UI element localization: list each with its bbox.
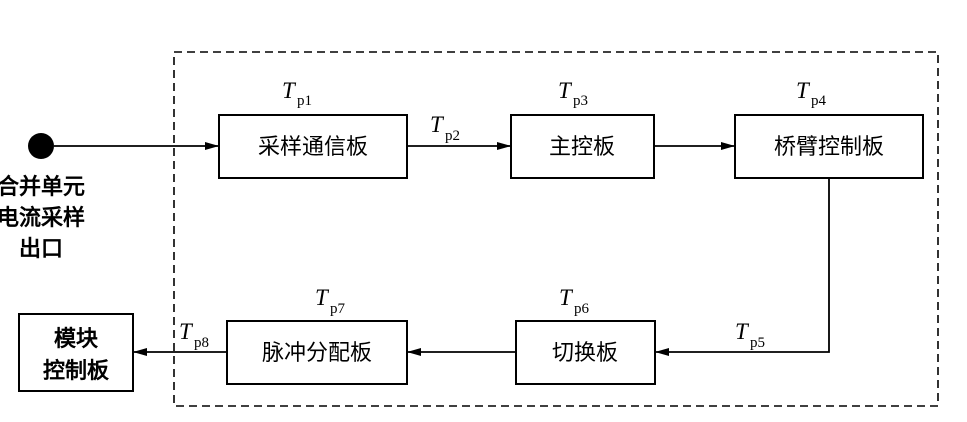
label-tp1: T p1	[282, 78, 312, 109]
module-control-label-line-1: 模块	[54, 327, 99, 352]
svg-text:p6: p6	[574, 301, 590, 317]
label-tp8: T p8	[179, 319, 209, 351]
label-tp6: T p6	[559, 285, 590, 317]
switch-board-label: 切换板	[552, 341, 618, 366]
source-label-line-2: 电流采样	[0, 205, 85, 231]
bridge-arm-board-box	[734, 114, 924, 179]
svg-text:T: T	[796, 78, 811, 103]
svg-text:T: T	[430, 112, 445, 137]
svg-text:T: T	[315, 285, 330, 310]
module-control-label-line-2: 控制板	[43, 358, 110, 384]
svg-text:p4: p4	[811, 93, 827, 109]
svg-text:p7: p7	[330, 301, 346, 317]
arrow-bridge-to-switch	[655, 178, 830, 356]
svg-text:T: T	[282, 78, 297, 103]
svg-text:T: T	[179, 319, 194, 344]
bridge-arm-board-label: 桥臂控制板	[774, 135, 884, 160]
svg-text:T: T	[559, 285, 574, 310]
main-control-board-label: 主控板	[549, 135, 615, 160]
label-tp2: T p2	[430, 112, 460, 144]
pulse-board-label: 脉冲分配板	[262, 341, 372, 366]
source-point	[28, 133, 54, 159]
source-label-line-3: 出口	[19, 237, 63, 262]
pulse-board-box	[226, 320, 408, 385]
source-label-line-1: 合并单元	[0, 174, 85, 200]
label-tp7: T p7	[315, 285, 346, 317]
svg-text:p1: p1	[297, 93, 312, 109]
sampling-board-label: 采样通信板	[258, 135, 368, 160]
svg-text:T: T	[558, 78, 573, 103]
dashed-enclosure	[173, 51, 939, 407]
sampling-board-box	[218, 114, 408, 179]
svg-text:p2: p2	[445, 128, 460, 144]
label-tp5: T p5	[735, 319, 765, 351]
svg-text:p5: p5	[750, 335, 765, 351]
label-tp4: T p4	[796, 78, 827, 109]
module-control-box	[18, 313, 134, 392]
svg-text:p8: p8	[194, 335, 209, 351]
svg-text:T: T	[735, 319, 750, 344]
svg-text:p3: p3	[573, 93, 588, 109]
label-tp3: T p3	[558, 78, 588, 109]
